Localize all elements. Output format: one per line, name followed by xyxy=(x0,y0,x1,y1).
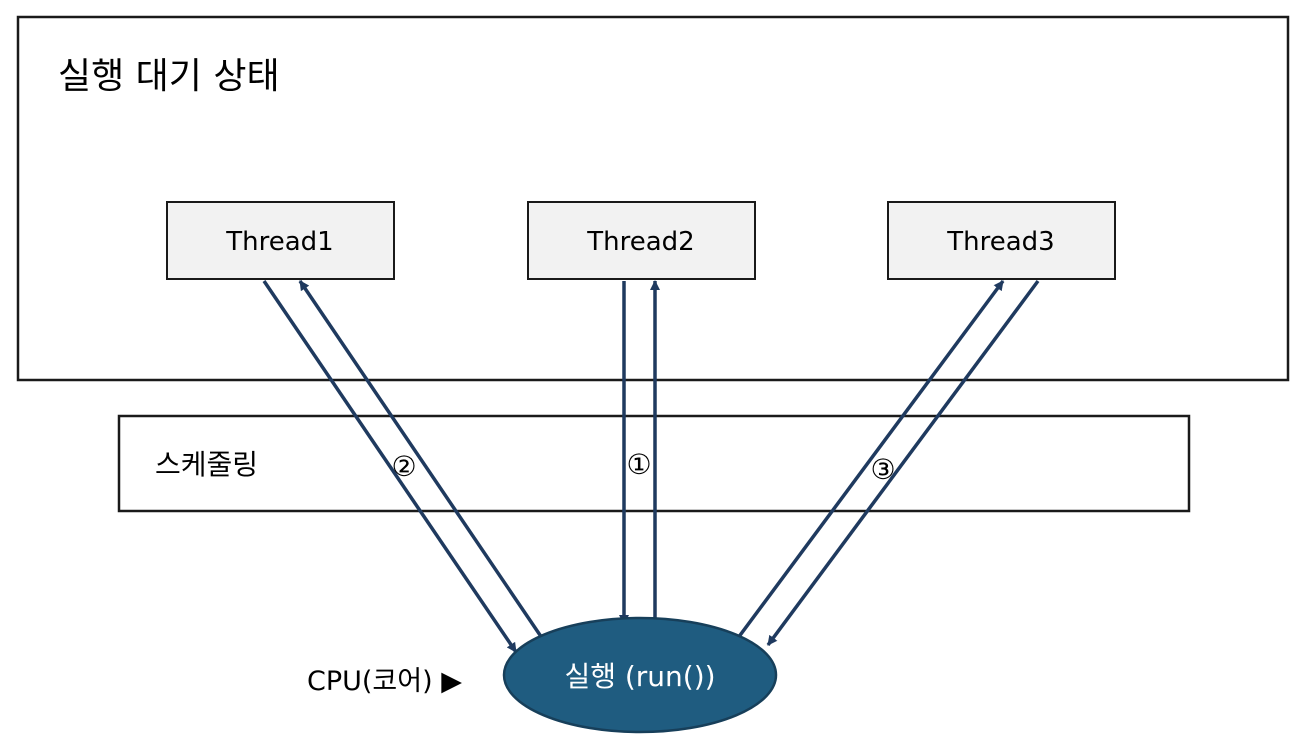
order-marker-3: ③ xyxy=(870,453,895,486)
thread3-label: Thread3 xyxy=(946,227,1054,257)
thread2-box xyxy=(527,201,756,280)
thread1-label: Thread1 xyxy=(225,227,333,257)
arrow-run-to-thread3 xyxy=(736,279,1005,640)
thread3-box xyxy=(887,201,1116,280)
thread2-label: Thread2 xyxy=(586,227,694,257)
arrow-thread1-to-run xyxy=(262,280,518,653)
thread1-box xyxy=(166,201,395,280)
running-label: 실행 (run()) xyxy=(564,660,715,693)
order-marker-1: ① xyxy=(626,448,651,481)
waiting-state-box xyxy=(16,15,1290,382)
waiting-state-title: 실행 대기 상태 xyxy=(58,56,280,97)
running-ellipse xyxy=(502,616,778,734)
scheduling-label: 스케줄링 xyxy=(155,448,258,481)
arrow-thread3-to-run xyxy=(766,279,1040,647)
order-marker-2: ② xyxy=(391,450,416,483)
arrow-run-to-thread1 xyxy=(298,280,544,639)
cpu-label: CPU(코어) ▶ xyxy=(307,666,462,697)
